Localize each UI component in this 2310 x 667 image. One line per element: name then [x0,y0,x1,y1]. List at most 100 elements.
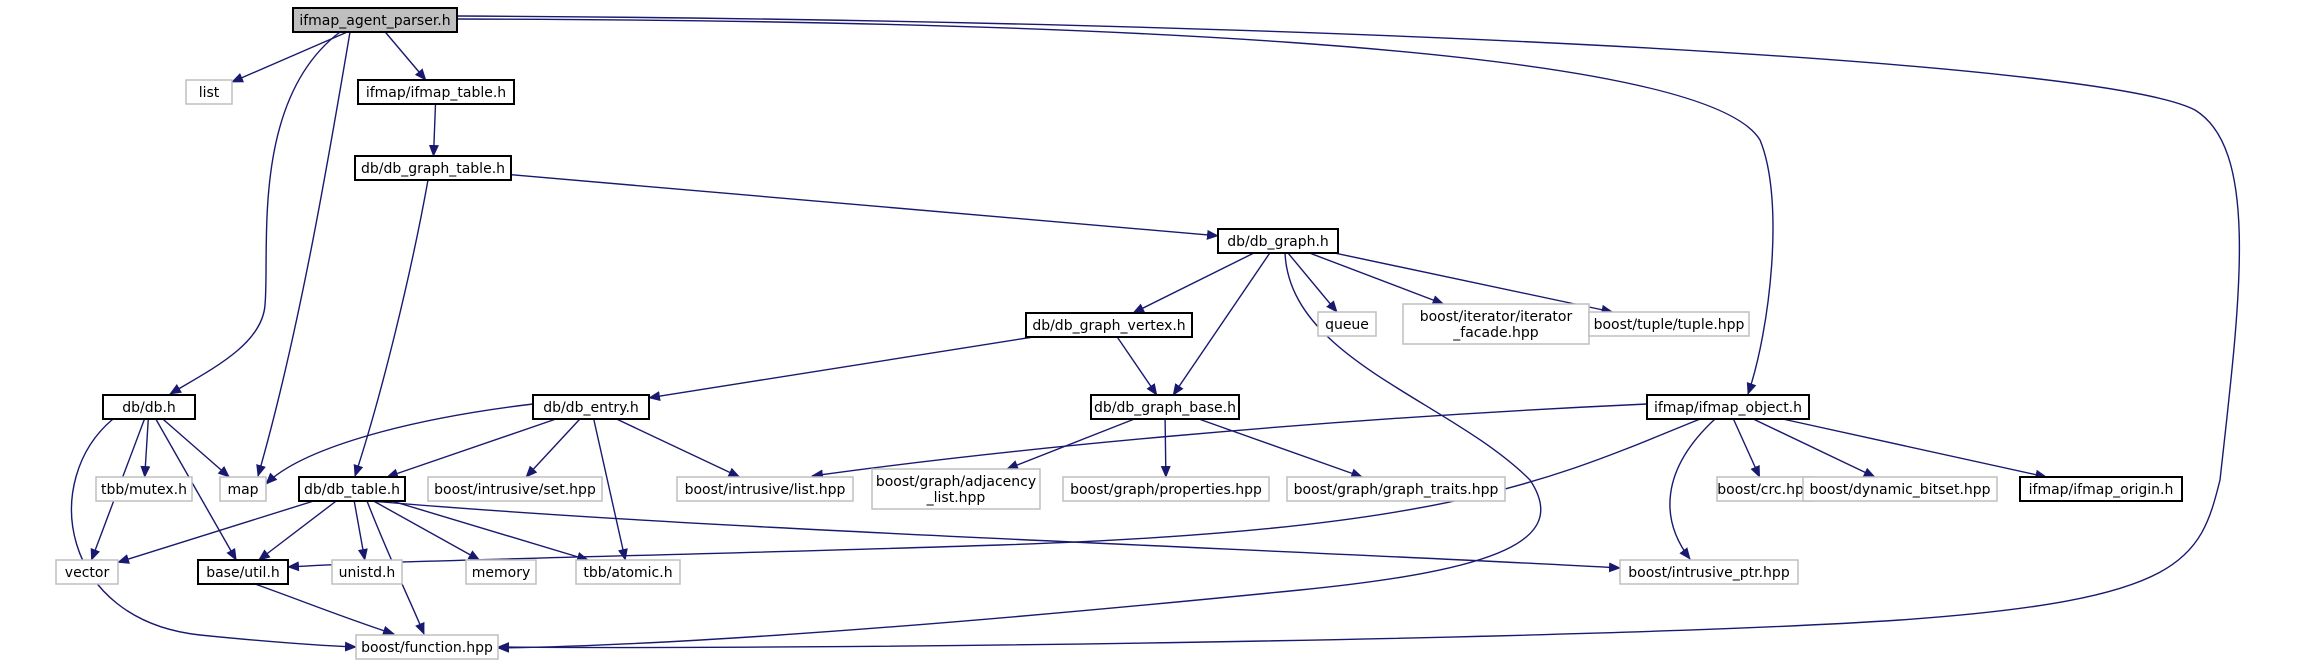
node-label: boost/tuple/tuple.hpp [1594,317,1745,333]
node-util[interactable]: base/util.h [197,559,289,585]
node-box [292,7,458,33]
node-label: memory [472,565,531,581]
node-box [95,476,193,502]
edge-root-to-list [231,31,348,83]
node-db-graph-table[interactable]: db/db_graph_table.h [354,155,512,181]
node-db-graph-base[interactable]: db/db_graph_base.h [1090,394,1240,420]
node-label: ifmap/ifmap_table.h [366,85,506,101]
node-label: ifmap/ifmap_object.h [1654,400,1802,416]
edge-db_table-to-memory [373,500,481,561]
edge-root-to-map [256,31,351,477]
node-box [427,476,603,502]
node-label: db/db_entry.h [543,400,639,416]
node-ifmap-object[interactable]: ifmap/ifmap_object.h [1646,394,1810,420]
node-map[interactable]: map [219,476,267,502]
node-label: map [227,482,258,498]
node-intrusive-ptr[interactable]: boost/intrusive_ptr.hpp [1619,559,1799,585]
node-label: queue [1325,317,1369,333]
node-label: boost/iterator/iterator [1420,309,1573,325]
edge-db_entry-to-map [265,403,534,485]
edge-db_table-to-atomic [391,500,590,562]
node-db-graph[interactable]: db/db_graph.h [1217,228,1339,254]
node-unistd[interactable]: unistd.h [331,559,403,585]
node-db-entry[interactable]: db/db_entry.h [532,394,650,420]
edge-db_graph-to-iterator_facade [1309,252,1445,305]
node-intrusive-set[interactable]: boost/intrusive/set.hpp [427,476,603,502]
node-db-h[interactable]: db/db.h [102,394,196,420]
node-label: boost/graph/graph_traits.hpp [1294,482,1499,498]
node-ifmap-table[interactable]: ifmap/ifmap_table.h [357,79,515,105]
node-vector[interactable]: vector [55,559,119,585]
node-crc[interactable]: boost/crc.hpp [1716,476,1814,502]
edge-ifmap_object-to-ifmap_origin [1782,418,2048,480]
node-label: vector [65,565,110,581]
node-box [2019,476,2183,502]
node-box [354,155,512,181]
edge-db_entry-to-atomic [593,418,628,561]
node-box [1217,228,1339,254]
node-label: ifmap/ifmap_origin.h [2029,482,2174,498]
node-box [219,476,267,502]
node-label: boost/intrusive_ptr.hpp [1628,565,1790,581]
node-label: boost/intrusive/list.hpp [685,482,846,498]
node-label: list [199,85,220,101]
node-atomic[interactable]: tbb/atomic.h [575,559,681,585]
node-intrusive-list[interactable]: boost/intrusive/list.hpp [676,476,854,502]
node-box [331,559,403,585]
edge-db_graph_vertex-to-db_graph_base [1116,336,1158,396]
node-box [298,476,406,502]
node-label: boost/intrusive/set.hpp [434,482,596,498]
node-iterator-facade[interactable]: boost/iterator/iterator_facade.hpp [1402,303,1590,345]
edge-ifmap_object-to-dynamic_bitset [1752,418,1876,478]
node-box [1646,394,1810,420]
edge-db_h-to-mutex [140,418,151,478]
edge-ifmap_object-to-crc [1732,418,1761,478]
edge-db_graph-to-queue [1287,252,1338,313]
edge-root-to-function [456,15,2241,653]
edge-db_graph-to-function [497,252,1542,653]
node-box [355,634,499,660]
node-box [55,559,119,585]
node-label: base/util.h [206,565,280,581]
node-properties[interactable]: boost/graph/properties.hpp [1062,476,1270,502]
edges-layer [70,15,2241,653]
edge-db_h-to-function [70,418,357,652]
node-box [102,394,196,420]
node-label: db/db_graph.h [1227,234,1329,250]
node-queue[interactable]: queue [1317,311,1377,337]
node-tuple[interactable]: boost/tuple/tuple.hpp [1588,311,1750,337]
edge-db_graph-to-db_graph_base [1172,252,1271,396]
node-label: boost/crc.hpp [1717,482,1813,498]
node-label: db/db_graph_vertex.h [1032,318,1185,334]
node-ifmap-origin[interactable]: ifmap/ifmap_origin.h [2019,476,2183,502]
node-label: db/db.h [122,400,176,416]
node-box [1090,394,1240,420]
node-function[interactable]: boost/function.hpp [355,634,499,660]
edge-db_graph_base-to-graph_traits [1198,418,1364,479]
node-dynamic-bitset[interactable]: boost/dynamic_bitset.hpp [1802,476,1998,502]
node-graph-traits[interactable]: boost/graph/graph_traits.hpp [1286,476,1506,502]
node-db-graph-vertex[interactable]: db/db_graph_vertex.h [1025,312,1193,338]
node-mutex[interactable]: tbb/mutex.h [95,476,193,502]
node-adjacency-list[interactable]: boost/graph/adjacency_list.hpp [871,468,1041,510]
edge-db_graph-to-db_graph_vertex [1132,252,1255,314]
edge-db_entry-to-db_table [386,418,557,479]
edge-db_table-to-util [258,500,337,561]
node-db-table[interactable]: db/db_table.h [298,476,406,502]
edge-db_graph_vertex-to-db_entry [648,336,1034,402]
edge-db_entry-to-intrusive_list [616,418,741,478]
node-list[interactable]: list [185,79,233,105]
edge-root-to-ifmap_object [456,18,1774,395]
node-box [1619,559,1799,585]
edge-db_entry-to-intrusive_set [525,418,581,478]
node-box [676,476,854,502]
node-root[interactable]: ifmap_agent_parser.h [292,7,458,33]
node-label: boost/dynamic_bitset.hpp [1809,482,1990,498]
node-box [197,559,289,585]
node-label: db/db_graph_table.h [361,161,505,177]
node-box [185,79,233,105]
node-memory[interactable]: memory [465,559,537,585]
edge-db_graph_table-to-db_table [353,179,429,477]
